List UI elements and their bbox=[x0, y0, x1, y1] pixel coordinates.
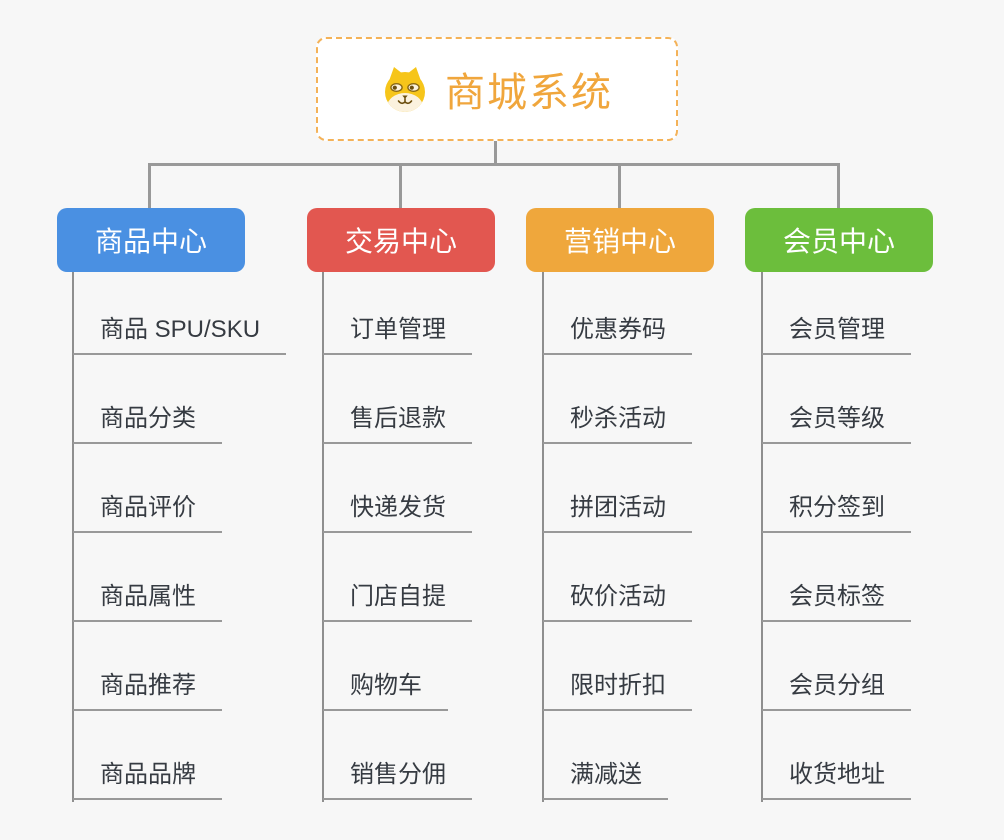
leaf-topic[interactable]: 商品分类 bbox=[73, 405, 222, 444]
leaf-topic[interactable]: 门店自提 bbox=[323, 583, 472, 622]
leaf-topic[interactable]: 商品评价 bbox=[73, 494, 222, 533]
branch-spine-line bbox=[322, 272, 324, 802]
leaf-topic[interactable]: 商品 SPU/SKU bbox=[73, 316, 287, 355]
leaf-topic[interactable]: 快递发货 bbox=[323, 494, 472, 533]
branch-node-marketing-center[interactable]: 营销中心 bbox=[526, 208, 714, 272]
leaf-topic[interactable]: 会员等级 bbox=[762, 405, 911, 444]
branch-node-member-center[interactable]: 会员中心 bbox=[745, 208, 933, 272]
leaf-topic[interactable]: 商品推荐 bbox=[73, 672, 222, 711]
leaf-topic[interactable]: 满减送 bbox=[543, 761, 668, 800]
leaf-topic[interactable]: 秒杀活动 bbox=[543, 405, 692, 444]
leaf-topic[interactable]: 商品品牌 bbox=[73, 761, 222, 800]
branch-connector-drop bbox=[837, 165, 840, 208]
root-topic-label: 商城系统 bbox=[445, 71, 613, 115]
leaf-topic[interactable]: 限时折扣 bbox=[543, 672, 692, 711]
branch-node-trade-center[interactable]: 交易中心 bbox=[307, 208, 495, 272]
branch-connector-drop bbox=[618, 165, 621, 208]
branch-connector-rail bbox=[148, 163, 840, 166]
leaf-topic[interactable]: 会员标签 bbox=[762, 583, 911, 622]
branch-spine-line bbox=[761, 272, 763, 802]
leaf-topic[interactable]: 会员管理 bbox=[762, 316, 911, 355]
leaf-topic[interactable]: 售后退款 bbox=[323, 405, 472, 444]
branch-node-product-center[interactable]: 商品中心 bbox=[57, 208, 245, 272]
leaf-topic[interactable]: 会员分组 bbox=[762, 672, 911, 711]
root-topic-node[interactable]: 商城系统 bbox=[316, 37, 678, 141]
branch-connector-drop bbox=[148, 165, 151, 208]
branch-spine-line bbox=[542, 272, 544, 802]
dog-face-icon bbox=[381, 65, 429, 113]
leaf-topic[interactable]: 销售分佣 bbox=[323, 761, 472, 800]
root-connector-stub bbox=[494, 141, 497, 164]
leaf-topic[interactable]: 积分签到 bbox=[762, 494, 911, 533]
branch-spine-line bbox=[72, 272, 74, 802]
leaf-topic[interactable]: 砍价活动 bbox=[543, 583, 692, 622]
leaf-topic[interactable]: 拼团活动 bbox=[543, 494, 692, 533]
leaf-topic[interactable]: 订单管理 bbox=[323, 316, 472, 355]
leaf-topic[interactable]: 收货地址 bbox=[762, 761, 911, 800]
branch-connector-drop bbox=[399, 165, 402, 208]
leaf-topic[interactable]: 购物车 bbox=[323, 672, 448, 711]
leaf-topic[interactable]: 优惠券码 bbox=[543, 316, 692, 355]
leaf-topic[interactable]: 商品属性 bbox=[73, 583, 222, 622]
